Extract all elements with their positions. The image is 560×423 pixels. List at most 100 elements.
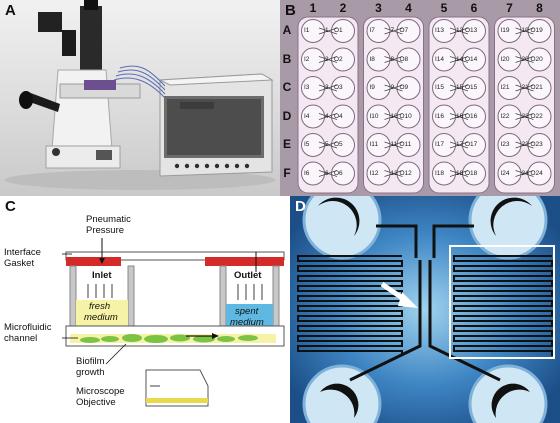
inlet-well [301,76,325,100]
channel-number: 2 [325,55,329,63]
outlet-well [396,104,421,129]
channel-connector [515,113,534,120]
label-microscope: Microscope [76,386,125,397]
inlet-well [366,161,391,186]
channel-connector [384,27,403,35]
outlet-label: O8 [399,55,409,63]
label-microfluidic: Microfluidic [4,322,52,333]
device-schematic [62,238,285,407]
outlet-well [331,76,355,100]
inlet-label: I11 [369,141,379,148]
outlet-well [462,76,486,100]
inlet-label: I3 [304,84,310,91]
panel-a-microscope-photo: A [0,0,280,196]
objective-lens [146,398,208,403]
inlet-label: I15 [435,84,445,91]
outlet-label: O5 [334,141,343,148]
channel-number: 14 [456,55,464,63]
inlet-label: I16 [435,112,445,120]
inlet-label: I2 [304,55,310,63]
inlet-label: I6 [304,169,310,177]
outlet-label: O14 [465,55,478,63]
tubing [113,65,166,99]
outlet-label: O19 [530,27,543,34]
well-groups [297,16,555,194]
outlet-well [331,104,355,129]
column-number: 4 [405,1,412,15]
row-letter: E [282,137,291,151]
channel-connector [449,113,469,120]
highlight-box [449,245,555,359]
row-letter: A [282,23,292,37]
panel-letter-b: B [285,2,296,19]
inlet-well [301,47,325,72]
outlet-label: O24 [530,169,543,177]
column-number: 7 [506,1,513,15]
outlet-well [396,47,421,72]
channel-connector [318,170,338,177]
column-number: 2 [339,1,347,15]
channel-connector [318,27,338,35]
outlet-well [527,76,552,100]
label-pneumatic: Pneumatic [86,214,131,225]
outlet-well [462,133,486,157]
device-photo-illustration [290,196,560,423]
inlet-well [366,47,391,72]
channel-connector [384,141,403,149]
channel-connector [449,84,469,92]
channel-connector [515,56,534,63]
inlet-label: I14 [435,55,445,63]
channel-connector [318,113,338,120]
channel-connector [384,56,403,63]
central-channels [349,224,501,382]
outlet-well [331,47,355,72]
inlet-well [497,76,522,100]
row-letter: C [282,80,292,94]
outlet-label: O23 [530,141,543,148]
channel-number: 15 [456,84,464,91]
channel-connector [515,27,534,35]
column-number: 6 [470,1,478,15]
channel-number: 9 [390,84,395,91]
label-gasket: Gasket [4,258,35,269]
channel-connector [384,170,403,177]
serpentine-channel-right [453,255,553,356]
inlet-label: I18 [435,169,445,177]
illumination-pillar [80,6,102,84]
label-fresh: fresh [89,301,111,312]
outlet-label: O7 [399,27,409,34]
inlet-well [432,133,456,157]
channel-number: 8 [390,55,395,63]
channel-connector [449,141,469,149]
panel-letter-d: D [295,198,306,215]
channel-number: 4 [325,112,329,120]
inlet-well [497,19,522,43]
inlet-well [432,19,456,43]
channel-connector [449,56,469,63]
outlet-label: O12 [399,169,412,177]
channel-number: 19 [521,27,529,34]
column-number: 5 [440,1,448,15]
inlet-label: I12 [369,169,379,177]
inlet-label: I1 [304,27,310,34]
label-channel: channel [4,333,38,344]
outlet-label: O9 [399,84,409,91]
label-biofilm: Biofilm [76,356,105,367]
interface-gasket-outline [65,251,285,261]
channel-connector [318,141,338,149]
pressure-controller [158,73,274,177]
biofilm [80,334,258,343]
floor-shadow [5,170,275,190]
inlet-label: I21 [500,84,510,91]
outlet-well [527,19,552,43]
outlet-label: O4 [334,112,343,120]
outlet-well [331,19,355,43]
inlet-label: I19 [500,27,510,34]
inlet-label: I23 [500,141,510,148]
channel-connector [515,84,534,92]
inlet-well [497,161,522,186]
column-number: 8 [536,1,543,15]
label-interface: Interface [4,247,41,258]
inlet-well [432,161,456,186]
column-number: 1 [309,1,317,15]
